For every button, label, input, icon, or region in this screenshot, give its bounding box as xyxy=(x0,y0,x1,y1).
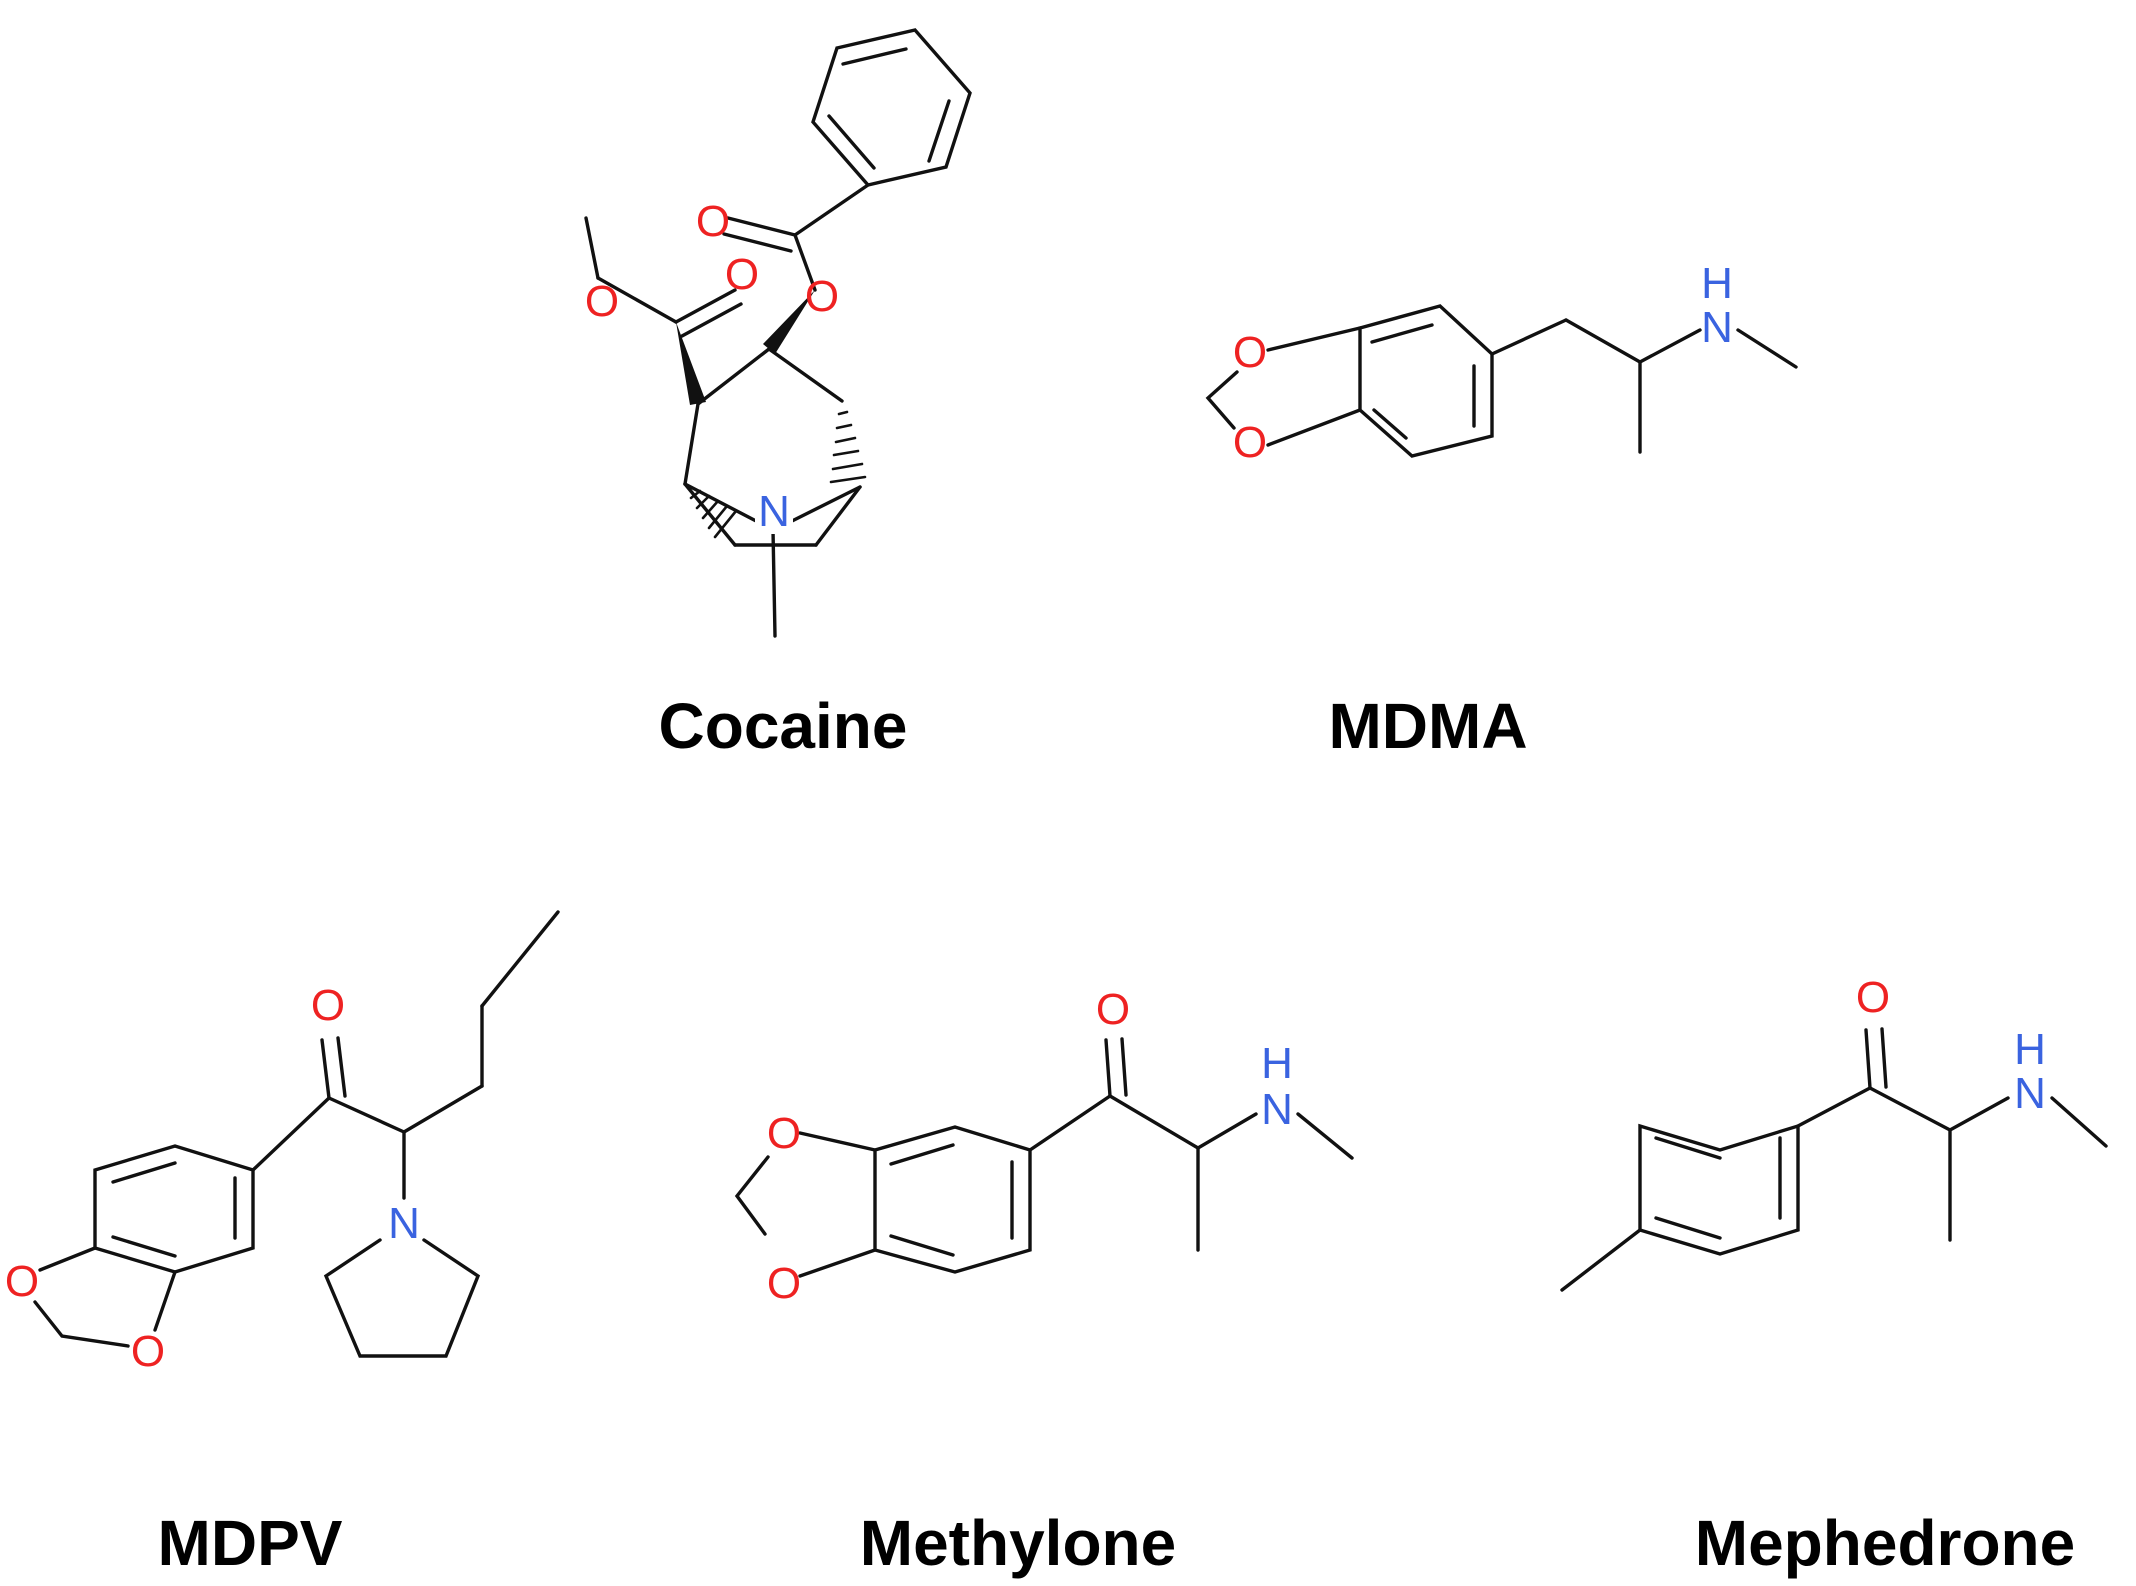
mdma-nitrogen-hydrogen: H xyxy=(1701,259,1733,308)
mdpv-structure: O O O N xyxy=(5,910,560,1376)
mephedrone-name-label: Mephedrone xyxy=(1695,1507,2075,1579)
cocaine-carbonyl-oxygen: O xyxy=(696,197,730,246)
mdpv-bottom-oxygen: O xyxy=(131,1327,165,1376)
mephedrone-ketone-oxygen: O xyxy=(1856,973,1890,1022)
mdpv-left-oxygen: O xyxy=(5,1257,39,1306)
mdma-name-label: MDMA xyxy=(1328,690,1527,762)
cocaine-ester-carbonyl-oxygen: O xyxy=(725,250,759,299)
mephedrone-nitrogen: N xyxy=(2014,1069,2046,1118)
mdma-lower-oxygen: O xyxy=(1233,418,1267,467)
methylone-nitrogen-hydrogen: H xyxy=(1261,1039,1293,1088)
cocaine-ester-oxygen: O xyxy=(805,272,839,321)
methylone-structure: O O O N H xyxy=(734,985,1354,1308)
cocaine-nitrogen: N xyxy=(758,487,790,536)
mdma-upper-oxygen: O xyxy=(1233,328,1267,377)
mephedrone-nitrogen-hydrogen: H xyxy=(2014,1025,2046,1074)
mdpv-name-label: MDPV xyxy=(158,1507,343,1579)
methylone-ketone-oxygen: O xyxy=(1096,985,1130,1034)
mdpv-nitrogen: N xyxy=(388,1199,420,1248)
methylone-lower-oxygen: O xyxy=(767,1259,801,1308)
cocaine-name-label: Cocaine xyxy=(659,690,908,762)
methylone-nitrogen: N xyxy=(1261,1085,1293,1134)
mdma-structure: O O N H xyxy=(1205,259,1798,467)
cocaine-methoxy-oxygen: O xyxy=(585,277,619,326)
mdma-nitrogen: N xyxy=(1701,303,1733,352)
mephedrone-structure: O N H xyxy=(1560,973,2108,1292)
mdpv-ketone-oxygen: O xyxy=(311,981,345,1030)
cocaine-structure: O O O O N xyxy=(584,28,972,638)
methylone-name-label: Methylone xyxy=(860,1507,1176,1579)
methylone-upper-oxygen: O xyxy=(767,1109,801,1158)
